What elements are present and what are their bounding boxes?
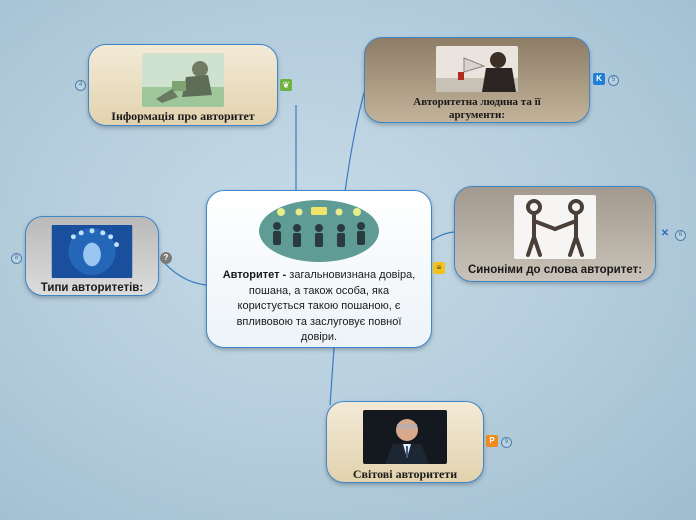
topic-synonyms-label: Синоніми до слова авторитет:	[467, 264, 643, 276]
central-description: Авторитет - загальновизнана довіра, поша…	[207, 268, 431, 346]
topic-number-5: 5	[608, 75, 619, 86]
topic-number-4: 4	[75, 80, 86, 91]
k-badge-icon[interactable]: K	[593, 73, 605, 85]
topic-number-8: 8	[11, 253, 22, 264]
person-photo	[363, 410, 447, 464]
leaf-icon[interactable]: ❦	[280, 79, 292, 91]
question-icon[interactable]: ?	[160, 252, 172, 264]
central-title: Авторитет -	[222, 269, 287, 281]
face-photo	[51, 225, 133, 278]
topic-info-label: Інформація про авторитет	[111, 109, 255, 123]
topic-info[interactable]: Інформація про авторитет	[88, 44, 278, 126]
central-text: загальновизнана довіра, пошана, а також …	[236, 269, 416, 343]
link-synonyms	[431, 231, 457, 241]
topic-arguments-label: Авторитетна людина та її аргументи:	[413, 96, 541, 121]
topic-types[interactable]: Типи авторитетів:	[25, 216, 159, 296]
x-mark-icon[interactable]: ✕	[660, 228, 670, 239]
topic-types-label: Типи авторитетів:	[40, 282, 144, 294]
gas-mask-photo	[142, 53, 224, 107]
topic-synonyms[interactable]: Синоніми до слова авторитет:	[454, 186, 656, 282]
topic-world-label: Світові авторитети	[352, 467, 458, 481]
people-illustration	[259, 200, 379, 262]
handshake-photo	[514, 195, 596, 259]
p-badge-icon[interactable]: P	[486, 435, 498, 447]
megaphone-photo	[436, 46, 518, 92]
link-world	[329, 347, 335, 406]
topic-number-9: 9	[501, 437, 512, 448]
note-icon[interactable]: ≡	[433, 262, 445, 274]
topic-arguments[interactable]: Авторитетна людина та її аргументи:	[364, 37, 590, 123]
central-topic[interactable]: Авторитет - загальновизнана довіра, поша…	[206, 190, 432, 348]
topic-number-6: 6	[675, 230, 686, 241]
topic-world[interactable]: Світові авторитети	[326, 401, 484, 483]
